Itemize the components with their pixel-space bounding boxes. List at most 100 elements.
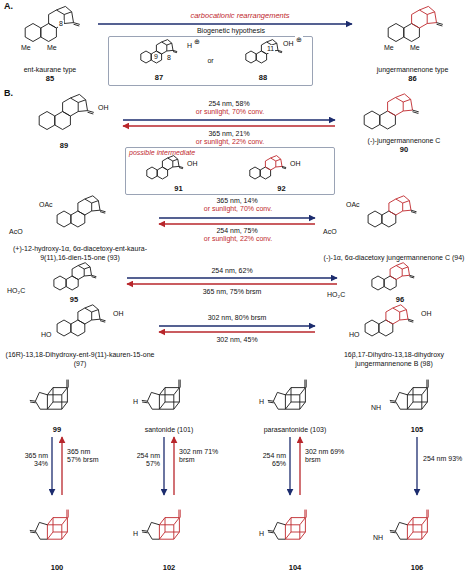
cage-bond <box>159 402 165 409</box>
cage-bond <box>62 402 68 409</box>
carbonyl-bond <box>30 402 36 404</box>
atom-label: OH <box>186 160 199 168</box>
atom-label: HO₂C <box>6 287 26 295</box>
compound: 96 <box>340 264 460 304</box>
atom-label: 8 <box>58 20 64 28</box>
exo-methylene <box>100 212 105 214</box>
cage-bond <box>300 402 306 409</box>
carbonyl-bond <box>426 510 427 518</box>
atom-label: NH <box>370 404 382 412</box>
carbonyl-bond <box>178 380 179 388</box>
lactone-ring <box>395 522 407 539</box>
cage-bond <box>422 402 428 409</box>
cage-bond <box>300 388 306 395</box>
bridge-bond <box>396 263 408 267</box>
reaction-arrow <box>51 437 52 495</box>
cage-bond <box>47 388 53 395</box>
cage-bond <box>174 532 180 539</box>
bridge-bond <box>168 156 178 160</box>
compound-number: 96 <box>396 296 404 305</box>
compound-number: 92 <box>277 185 285 194</box>
group-box: possible intermediate9192 <box>125 147 335 195</box>
carbonyl-bond <box>68 380 69 388</box>
carbonyl-bond <box>268 402 274 404</box>
cage-bond <box>165 388 179 402</box>
carbonyl-bond <box>428 510 429 518</box>
exo-methylene <box>74 24 80 26</box>
ring-bond <box>78 308 92 324</box>
atom-label: HO₂C <box>326 291 346 299</box>
cage-bond <box>159 518 165 525</box>
cage-bond <box>159 388 165 395</box>
ring-bond <box>389 199 403 215</box>
compound-name: (+)-12-hydroxy-1α, 6α-diacetoxy-ent-kaur… <box>4 245 156 262</box>
bridge-bond <box>56 6 71 11</box>
compound-name: (16R)-13,18-Dihydroxy-ent-9(11)-kauren-1… <box>4 351 156 368</box>
carbonyl-bond <box>142 400 148 402</box>
condition-note: Biogenetic hypothesis <box>160 27 302 35</box>
reaction-arrow <box>98 23 352 24</box>
atom-label: OH <box>289 160 302 168</box>
cage-bond <box>62 388 68 395</box>
reaction-arrow <box>173 437 174 495</box>
carbonyl-bond <box>306 510 307 518</box>
carbonyl-bond <box>142 530 148 532</box>
ring-bond <box>246 51 256 63</box>
cage-bond <box>407 388 413 395</box>
bridge-bond <box>396 196 410 201</box>
ring-bond <box>147 167 157 179</box>
atom-label: Me <box>20 44 32 52</box>
compound: (+)-12-hydroxy-1α, 6α-diacetoxy-ent-kaur… <box>4 197 156 262</box>
compound-number: 95 <box>70 296 78 305</box>
ring-bond <box>364 111 380 129</box>
reaction-condition: 254 nm, 75% <box>157 227 317 235</box>
cage-bond <box>422 388 428 395</box>
atom-label: H <box>258 530 265 538</box>
ring-bond <box>390 266 402 280</box>
compound-name: (-)-1α, 6α-diacetoxy jungermannenone C (… <box>324 254 465 263</box>
ring-bond <box>57 211 71 227</box>
ring-bond <box>403 201 411 211</box>
cage-bond <box>422 532 428 539</box>
exo-methylene <box>92 277 97 278</box>
ring-bond <box>92 201 100 211</box>
cage-bond <box>53 388 67 402</box>
cage-bond <box>291 518 305 532</box>
cage-bond <box>174 518 180 525</box>
compound-number: 104 <box>289 564 302 573</box>
atom-label: Me <box>383 44 395 52</box>
compound: 92 <box>234 156 329 193</box>
lactone-ring <box>147 392 159 409</box>
reaction-condition: 302 nm 69% brsm <box>305 448 345 464</box>
reaction-arrow <box>163 437 164 495</box>
reaction-condition: 365 nm, 75% brsm <box>154 288 310 296</box>
carbonyl-bond <box>30 530 36 532</box>
carbonyl-bond <box>30 400 36 402</box>
carbonyl-bond <box>66 510 67 518</box>
atom-label: OAc <box>345 201 361 209</box>
reaction-condition: 365 nm, 14% <box>157 197 317 205</box>
exo-methylene <box>278 52 282 53</box>
panel-label: A. <box>3 1 14 11</box>
atom-label: OH <box>420 310 433 318</box>
compound-name: parasantonide (103) <box>264 426 327 435</box>
carbonyl-bond <box>268 400 274 402</box>
atom-label: 11 <box>266 45 275 53</box>
atom-label: OH <box>282 40 295 48</box>
reaction-condition: 302 nm, 45% <box>157 336 317 344</box>
reaction-arrow <box>127 277 337 278</box>
bridge-bond <box>85 305 99 310</box>
cage-bond <box>291 388 305 402</box>
exo-methylene <box>173 52 177 53</box>
ring-bond <box>39 112 55 130</box>
compound-number: 88 <box>259 74 267 83</box>
ring-bond <box>167 43 173 51</box>
exo-methylene <box>88 112 94 114</box>
carbonyl-bond <box>268 532 274 534</box>
ring-bond <box>54 276 66 290</box>
cage-bond <box>285 388 291 395</box>
compound-number: 85 <box>46 75 54 84</box>
compound-number: 90 <box>400 146 408 155</box>
reaction-condition: 365 nm 57% brsm <box>67 448 105 464</box>
